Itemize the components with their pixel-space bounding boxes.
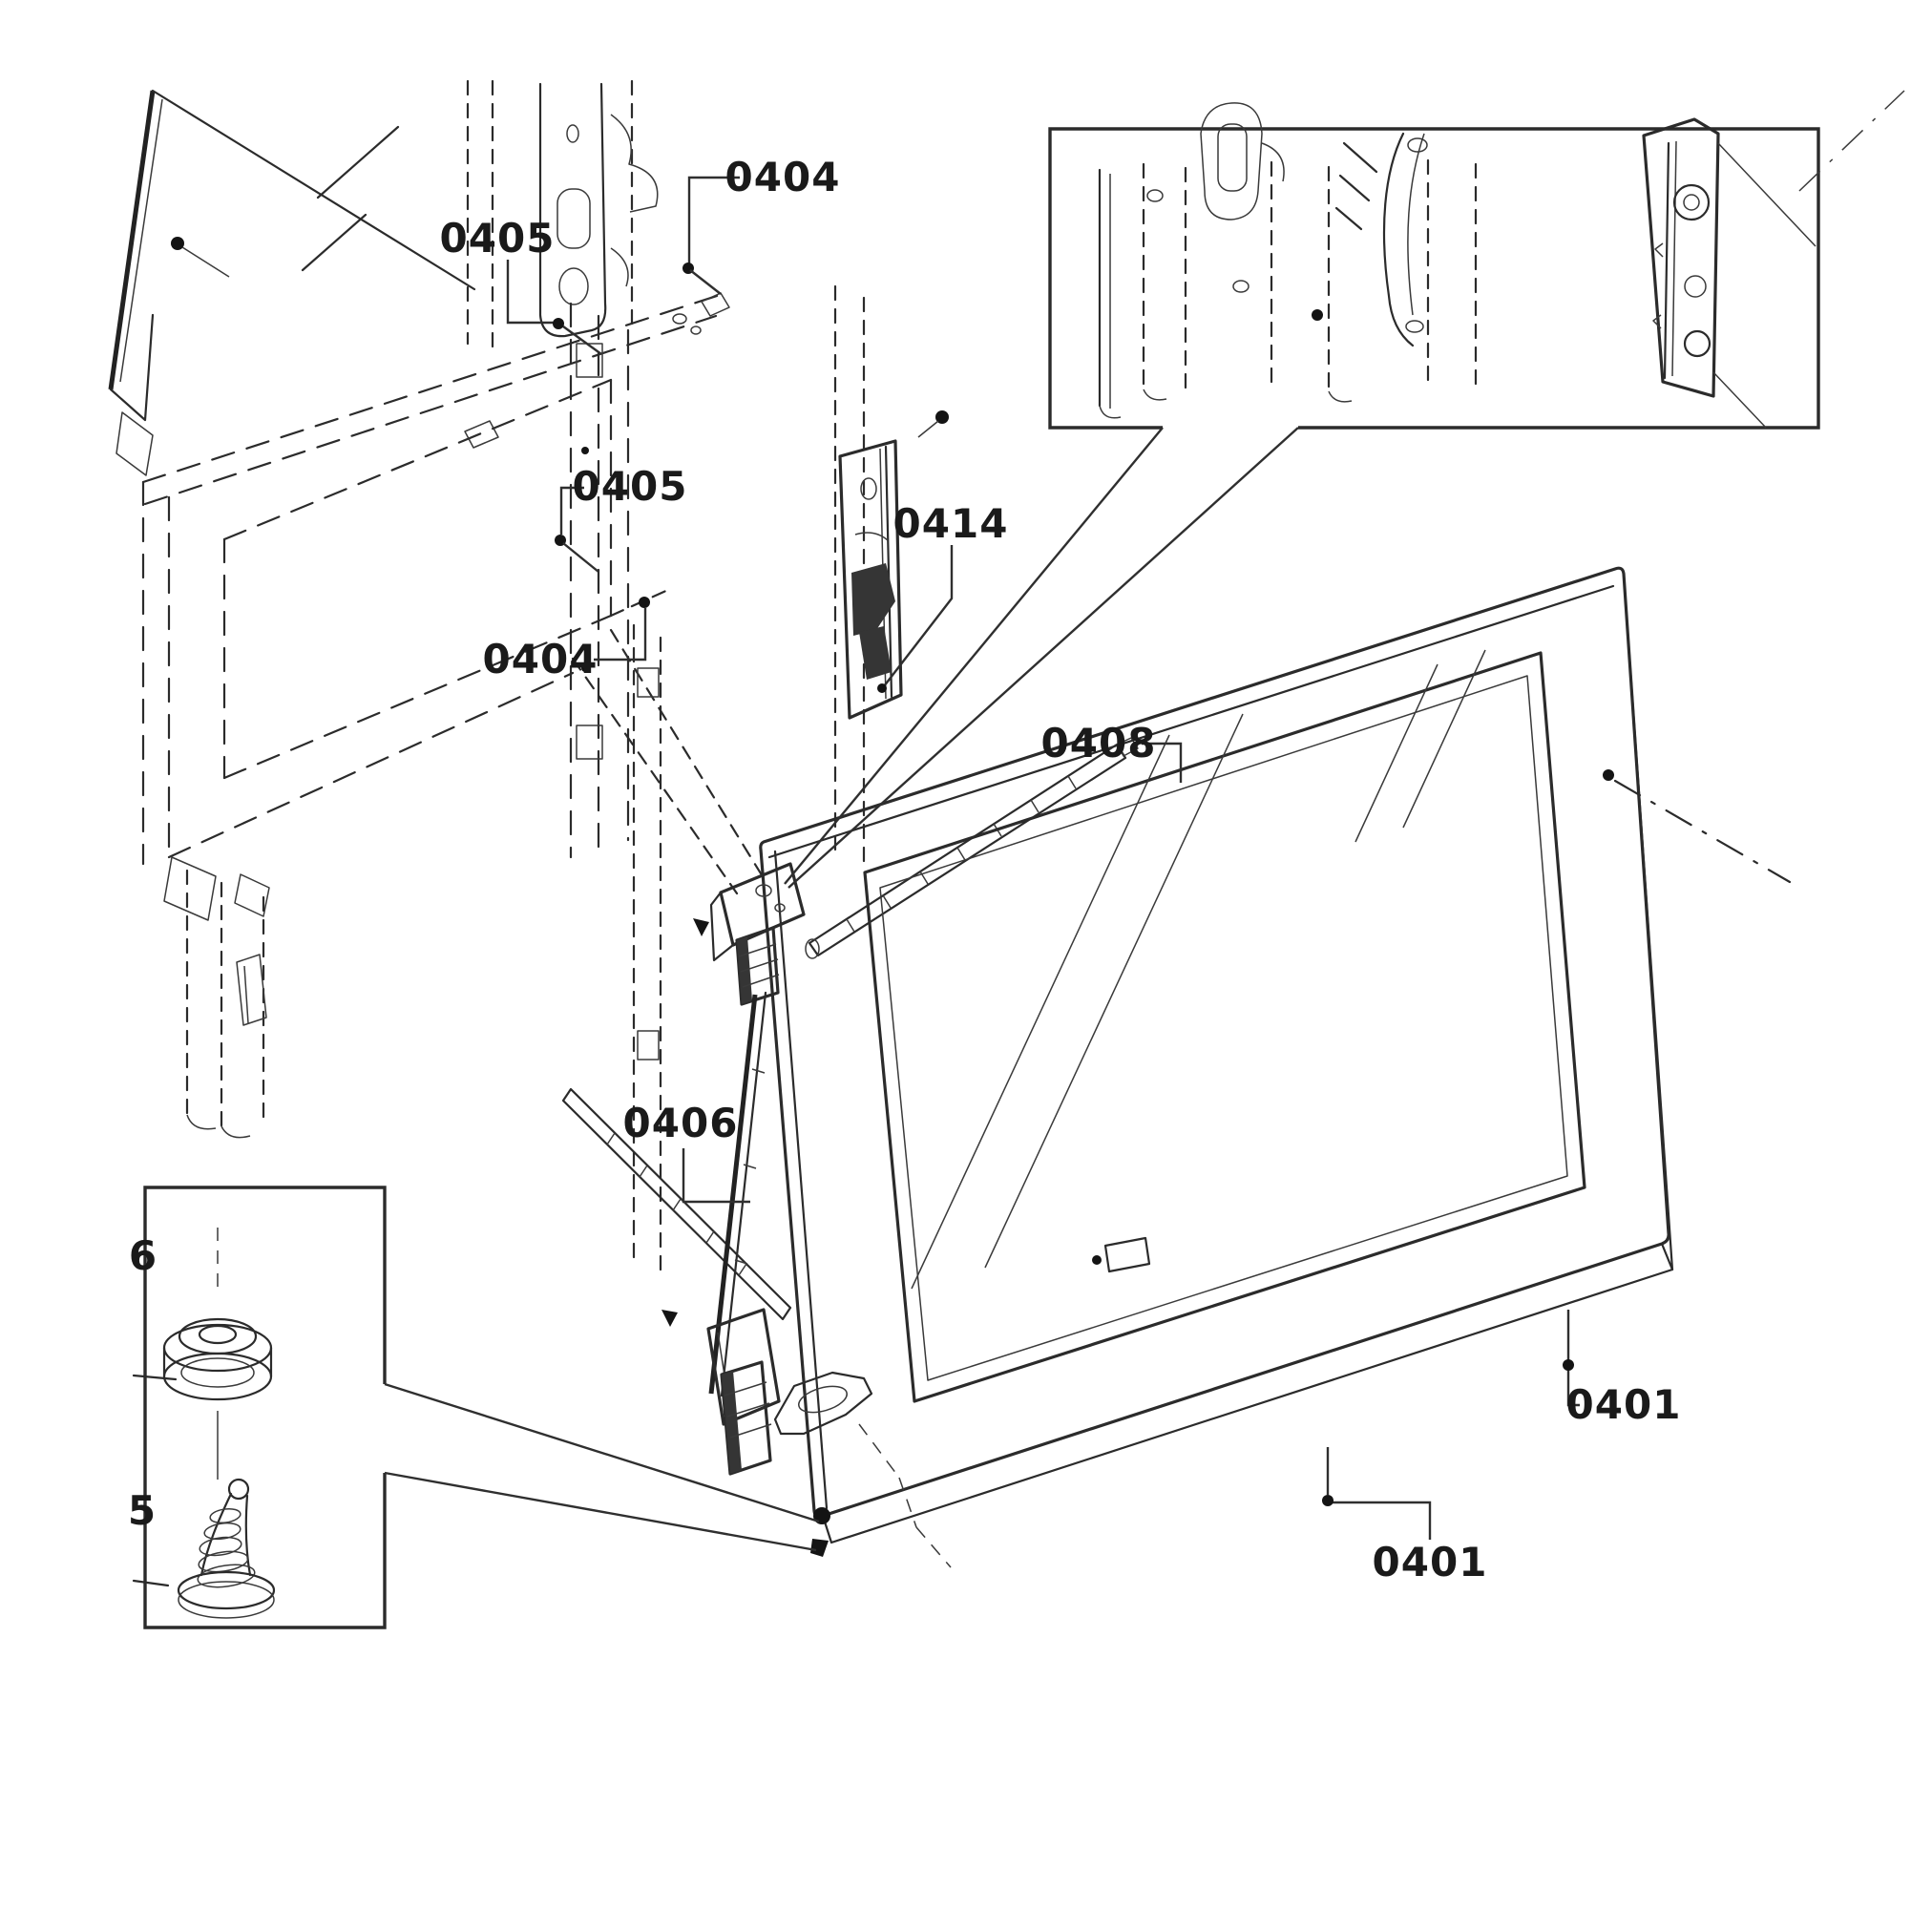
part-label: 0405 (440, 215, 556, 262)
screw-base (177, 1570, 276, 1610)
callouts: 0404 0405 0405 0404 0414 0408 (128, 154, 1682, 1586)
callout-0404-top: 0404 (682, 154, 841, 295)
latch-assembly (833, 284, 949, 866)
screw-dot (171, 237, 184, 250)
part-label-clipped: 6 (129, 1232, 158, 1279)
inner-glass-frame (863, 651, 1586, 1403)
inset-projection-line (788, 427, 1299, 889)
door-panel (759, 566, 1792, 1544)
part-label: 0408 (1041, 720, 1157, 766)
callout-0401-right: 0401 (1563, 1310, 1682, 1428)
inset-projection-line (784, 427, 1164, 885)
part-label: 0406 (623, 1100, 739, 1146)
upper-hinge (693, 862, 806, 1006)
callout-0401-bottom: 0401 (1322, 1447, 1488, 1586)
inset-detail-grommet-screw (132, 1186, 820, 1629)
screw-dot (1603, 769, 1614, 781)
callout-0405-upper: 0405 (440, 215, 602, 355)
grommet-dot (813, 1507, 830, 1524)
latch-slot (556, 188, 591, 249)
hinge-bar (708, 991, 767, 1397)
part-label: 0401 (1566, 1381, 1682, 1428)
rear-glass-panel (108, 89, 476, 476)
part-label: 0414 (893, 500, 1009, 547)
screw-tip (227, 1478, 250, 1501)
screw-dot (810, 1539, 829, 1557)
part-label: 0404 (483, 636, 598, 682)
glass-reflection (911, 734, 1170, 1290)
screw-dot (662, 1310, 678, 1327)
callout-0405-mid: 0405 (555, 463, 688, 573)
lower-seal-strip (561, 1087, 792, 1321)
inset-projection-line (384, 1382, 820, 1523)
rear-latch-plate (466, 79, 659, 350)
hinge-hook (773, 1371, 873, 1436)
oven-front-frame (141, 292, 766, 1276)
screw-dot (693, 918, 709, 936)
part-label: 0405 (573, 463, 688, 510)
callout-0408: 0408 (1041, 720, 1183, 783)
inset-detail-latch (784, 90, 1905, 889)
lower-hinge (662, 1308, 952, 1568)
glass-clip (1103, 1236, 1151, 1273)
part-label: 0401 (1373, 1539, 1488, 1586)
callout-0406: 0406 (623, 1100, 750, 1204)
upper-seal-strip (805, 737, 1139, 959)
part-label: 0404 (725, 154, 841, 200)
inset-projection-line (384, 1471, 817, 1552)
mounting-plate (1642, 117, 1720, 398)
callout-0414: 0414 (877, 500, 1009, 693)
part-label-clipped: 5 (128, 1487, 157, 1534)
callout-0404-mid: 0404 (483, 597, 650, 682)
screw-dot (935, 410, 949, 424)
